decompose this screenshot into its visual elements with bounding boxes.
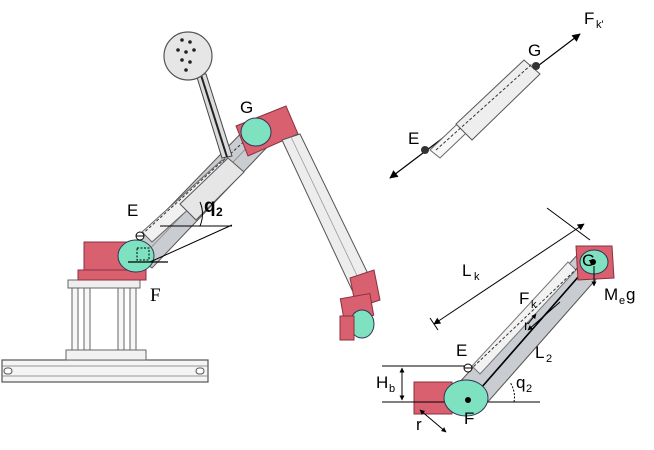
- svg-text:M: M: [604, 285, 618, 304]
- counterweight-disc: [163, 31, 213, 81]
- shoulder-joint: [117, 239, 168, 273]
- label-G-top: G: [528, 41, 541, 60]
- label-Fk-prime: F k': [584, 9, 604, 31]
- dimension-Lk: [433, 223, 585, 325]
- label-G-left: G: [240, 98, 253, 117]
- angle-q2-left: [149, 201, 233, 263]
- svg-text:e: e: [619, 295, 625, 307]
- forearm-link: [281, 133, 373, 291]
- spring-body-top: [429, 59, 541, 159]
- label-E-top: E: [408, 129, 419, 148]
- label-Hb: H b: [376, 373, 395, 395]
- label-E-left: E: [127, 201, 138, 220]
- label-L2: L 2: [535, 343, 552, 365]
- bottom-right-geometry-figure: L k F k G M e g r L 2 E H b q 2 F r: [376, 207, 635, 434]
- pivot-E-marker: [135, 231, 145, 241]
- label-r-bottom: r: [416, 415, 422, 434]
- top-right-spring-figure: G E F k': [389, 9, 604, 179]
- svg-text:L: L: [462, 261, 471, 280]
- pedestal-stand: [65, 279, 147, 361]
- radius-r-top-arrow: [527, 313, 537, 325]
- svg-text:g: g: [626, 285, 635, 304]
- angle-q2-arc-br: [509, 381, 515, 403]
- force-Fk-arrow: [527, 301, 561, 331]
- label-q2-br: q 2: [516, 373, 532, 395]
- svg-text:k: k: [531, 299, 537, 311]
- svg-text:H: H: [376, 373, 388, 392]
- left-robot-figure: G E F q 2: [1, 31, 381, 383]
- point-E-top: [421, 146, 429, 154]
- svg-text:F: F: [519, 289, 529, 308]
- label-F-left: F: [150, 285, 161, 306]
- radius-r-bottom-arrow: [419, 409, 447, 433]
- label-Lk: L k: [462, 261, 480, 283]
- svg-text:F: F: [584, 9, 594, 28]
- svg-text:b: b: [389, 383, 395, 395]
- svg-text:2: 2: [546, 353, 552, 365]
- joint-F-br: [443, 379, 489, 417]
- svg-text:k': k': [596, 19, 604, 31]
- label-Meg: M e g: [604, 285, 635, 307]
- label-F-br: F: [464, 409, 474, 428]
- counterweight-pole: [195, 73, 233, 159]
- spring-br: [469, 255, 591, 375]
- base-rail: [1, 359, 209, 383]
- label-E-br: E: [456, 341, 467, 360]
- spring-cylinder: [137, 135, 251, 243]
- pivot-E-br: [463, 363, 473, 373]
- label-r-top: r: [524, 317, 529, 333]
- svg-text:2: 2: [216, 205, 223, 219]
- elbow-joint: [235, 105, 299, 157]
- svg-text:q: q: [516, 373, 525, 392]
- wrist-assembly: [339, 269, 381, 341]
- svg-text:L: L: [535, 343, 544, 362]
- svg-text:k: k: [474, 271, 480, 283]
- label-Fk: F k: [519, 289, 537, 311]
- point-G-top: [532, 62, 540, 70]
- svg-text:2: 2: [526, 383, 532, 395]
- svg-text:q: q: [204, 196, 216, 217]
- label-q2-left: q 2: [204, 196, 223, 219]
- label-G-br: G: [582, 251, 595, 270]
